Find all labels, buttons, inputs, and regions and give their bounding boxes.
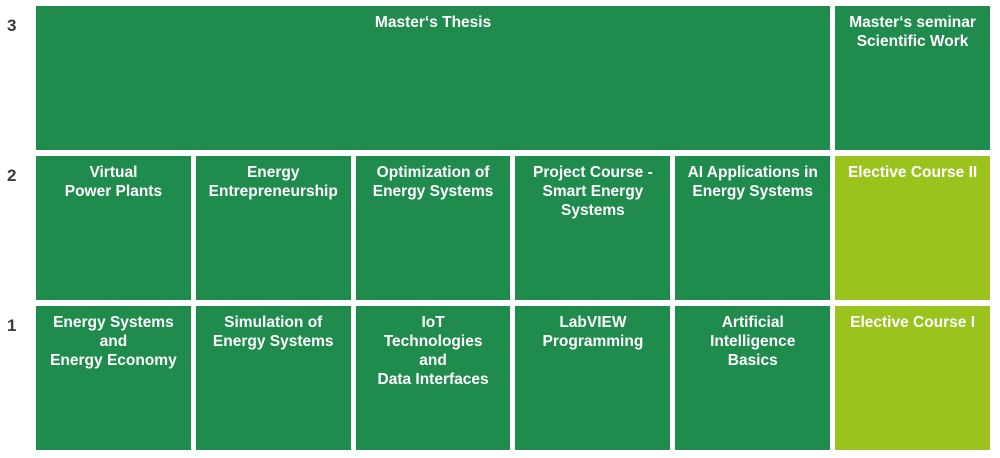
course-block-masters-thesis: Master‘s Thesis [36, 6, 831, 150]
curriculum-grid: Master‘s Thesis Master‘s seminar Scienti… [36, 6, 990, 450]
course-block-optimization-of-energy-systems: Optimization of Energy Systems [355, 156, 511, 300]
semester-rail: 3 2 1 [0, 6, 36, 450]
semester-label-3: 3 [7, 16, 17, 35]
course-block-artificial-intelligence-basics: Artificial Intelligence Basics [675, 306, 831, 450]
course-block-masters-seminar-scientific-work: Master‘s seminar Scientific Work [835, 6, 990, 150]
semester-label-2: 2 [7, 166, 17, 185]
course-block-simulation-of-energy-systems: Simulation of Energy Systems [195, 306, 351, 450]
semester-label-1: 1 [7, 316, 17, 335]
course-block-energy-systems-and-energy-economy: Energy Systems and Energy Economy [36, 306, 191, 450]
course-block-iot-technologies-and-data-interfaces: IoT Technologies and Data Interfaces [355, 306, 511, 450]
course-block-virtual-power-plants: Virtual Power Plants [36, 156, 191, 300]
course-block-elective-course-2: Elective Course II [835, 156, 990, 300]
course-block-elective-course-1: Elective Course I [835, 306, 990, 450]
course-block-energy-entrepreneurship: Energy Entrepreneurship [195, 156, 351, 300]
course-block-ai-applications-in-energy-systems: AI Applications in Energy Systems [675, 156, 831, 300]
course-block-project-course-smart-energy-systems: Project Course - Smart Energy Systems [515, 156, 671, 300]
course-block-labview-programming: LabVIEW Programming [515, 306, 671, 450]
